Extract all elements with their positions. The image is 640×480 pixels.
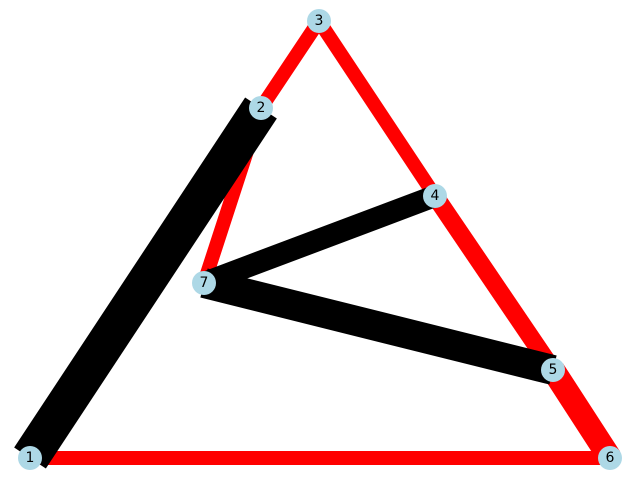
node-2: 2 [249,96,273,120]
edge-2-3 [255,17,325,112]
node-label: 3 [315,13,324,29]
node-4: 4 [423,184,447,208]
edge-5-7 [200,268,557,385]
node-circle [249,96,273,120]
node-circle [18,446,42,470]
node-label: 2 [257,100,266,116]
node-circle [598,446,622,470]
node-circle [423,184,447,208]
edge-5-6 [542,363,621,465]
node-circle [307,9,331,33]
node-label: 6 [606,450,615,466]
node-6: 6 [598,446,622,470]
edge-4-7 [200,185,439,294]
node-circle [541,358,565,382]
nodes-layer: 1 2 3 4 5 6 7 [18,9,622,470]
node-7: 7 [192,271,216,295]
node-label: 1 [26,450,35,466]
node-label: 7 [200,275,209,291]
edge-4-5 [427,190,561,376]
node-label: 4 [431,188,440,204]
node-circle [192,271,216,295]
node-5: 5 [541,358,565,382]
edge-1-2 [14,97,277,469]
node-1: 1 [18,446,42,470]
node-3: 3 [307,9,331,33]
edges-layer [14,17,621,469]
edge-3-4 [313,17,441,200]
node-label: 5 [549,362,558,378]
